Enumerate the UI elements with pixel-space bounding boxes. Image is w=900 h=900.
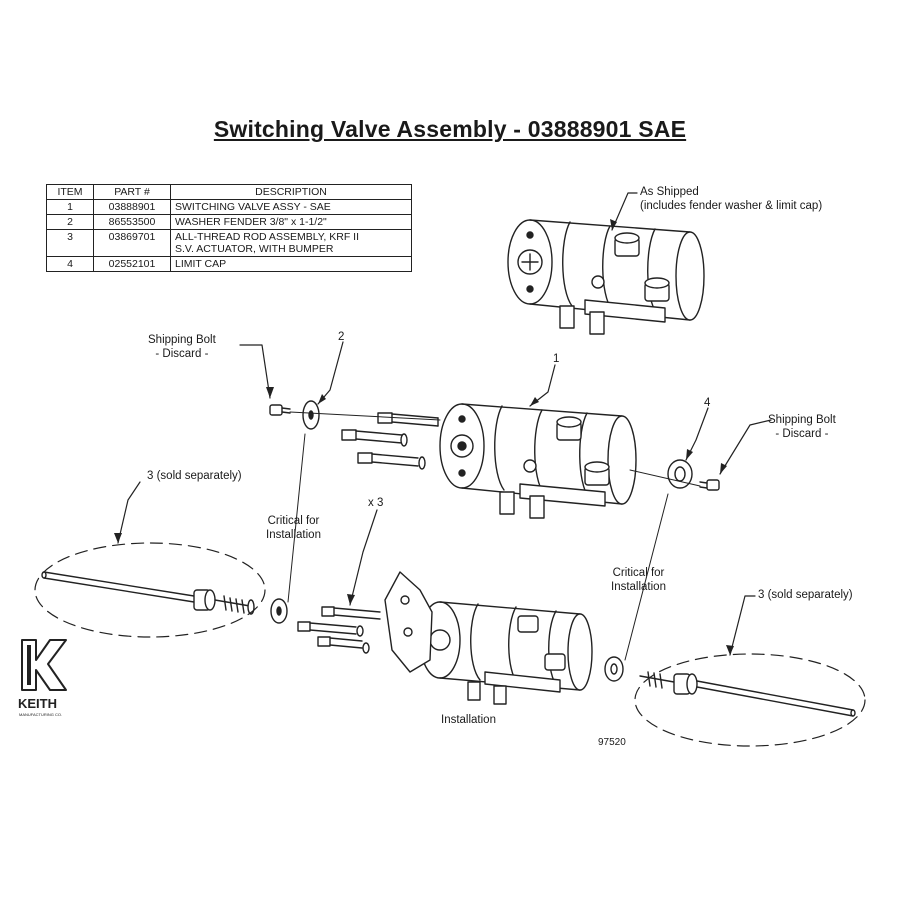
sold-separately-left-label: 3 (sold separately) (147, 470, 242, 482)
mounting-bolts-lower (297, 606, 381, 654)
critical-line1: Critical for (267, 515, 320, 527)
table-header-row: ITEM PART # DESCRIPTION (46, 184, 412, 200)
shipping-bolt-text: Shipping Bolt (148, 334, 216, 346)
critical-line1: Critical for (612, 567, 665, 579)
table-row: 1 03888901 SWITCHING VALVE ASSY - SAE (46, 199, 412, 215)
description-cell: SWITCHING VALVE ASSY - SAE (170, 199, 412, 215)
logo-wordmark: KEITH (18, 696, 57, 711)
description-cell: ALL-THREAD ROD ASSEMBLY, KRF II S.V. ACT… (170, 229, 412, 257)
as-shipped-label: As Shipped (includes fender washer & lim… (640, 185, 822, 213)
discard-text: - Discard - (155, 348, 209, 360)
sold-separately-outline-right (634, 653, 866, 747)
shipping-bolt-right (699, 479, 720, 491)
shipping-bolt-left-label: Shipping Bolt - Discard - (148, 333, 216, 361)
critical-washer-left (270, 598, 288, 624)
installation-label: Installation (441, 714, 496, 726)
drawing-number: 97520 (598, 737, 626, 748)
fender-washer-item-2 (302, 400, 320, 430)
critical-line2: Installation (266, 529, 321, 541)
item-4-callout: 4 (704, 397, 711, 409)
shipping-bolt-text: Shipping Bolt (768, 414, 836, 426)
all-thread-rod-left (41, 571, 255, 615)
item-1-callout: 1 (553, 353, 560, 365)
critical-line2: Installation (611, 581, 666, 593)
limit-cap-item-4 (667, 459, 693, 489)
alignment-lines (287, 411, 701, 661)
bolt (377, 412, 439, 427)
description-line: ALL-THREAD ROD ASSEMBLY, KRF II (175, 231, 359, 243)
table-row: 3 03869701 ALL-THREAD ROD ASSEMBLY, KRF … (46, 229, 412, 257)
bolt (341, 429, 408, 447)
description-cell: WASHER FENDER 3/8" x 1-1/2" (170, 214, 412, 230)
arrowheads (114, 219, 734, 655)
shipping-bolt-left (269, 404, 291, 416)
shipping-bolt-right-label: Shipping Bolt - Discard - (768, 413, 836, 441)
keith-logo (21, 639, 67, 691)
description-cell: LIMIT CAP (170, 256, 412, 272)
critical-right-label: Critical for Installation (611, 566, 666, 594)
part-cell: 86553500 (93, 214, 171, 230)
table-row: 4 02552101 LIMIT CAP (46, 256, 412, 272)
page-title: Switching Valve Assembly - 03888901 SAE (213, 116, 687, 142)
all-thread-rod-right (639, 671, 856, 717)
sold-separately-outline-left (34, 542, 266, 638)
discard-text: - Discard - (775, 428, 829, 440)
critical-left-label: Critical for Installation (266, 514, 321, 542)
bolt (357, 452, 426, 470)
mounting-bracket (384, 571, 433, 673)
item-2-callout: 2 (338, 331, 345, 343)
critical-washer-right (604, 656, 624, 682)
times-3-label: x 3 (368, 497, 384, 509)
description-line: S.V. ACTUATOR, WITH BUMPER (175, 243, 334, 255)
bolt (297, 621, 364, 637)
valve-assembly-shipped (507, 219, 705, 335)
as-shipped-title: As Shipped (640, 186, 699, 198)
sold-separately-right-label: 3 (sold separately) (758, 589, 853, 601)
logo-subtext: MANUFACTURING CO. (19, 712, 62, 717)
parts-table: ITEM PART # DESCRIPTION 1 03888901 SWITC… (46, 184, 412, 272)
part-cell: 02552101 (93, 256, 171, 272)
item-cell: 3 (46, 229, 94, 257)
valve-assembly-item-1 (439, 403, 637, 519)
valve-assembly-installation (419, 601, 593, 705)
bolt (317, 636, 370, 654)
as-shipped-note: (includes fender washer & limit cap) (640, 200, 823, 212)
bolt (321, 606, 381, 620)
mounting-bolts-upper (341, 412, 439, 470)
